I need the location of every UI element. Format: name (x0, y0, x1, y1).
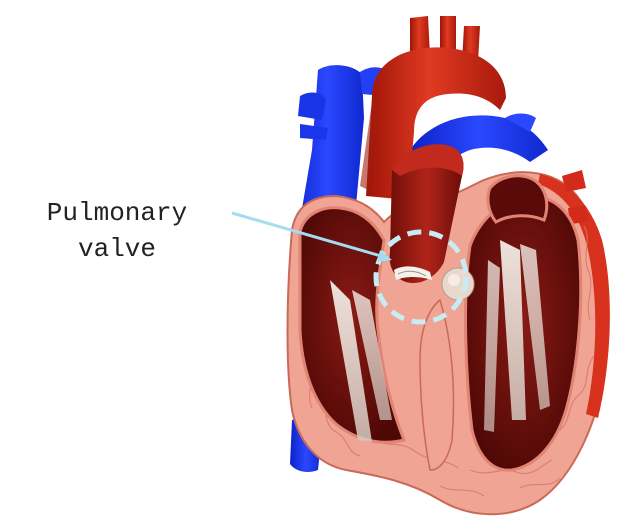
pulmonary-valve-label-line2: valve (22, 232, 212, 266)
aortic-valve (442, 268, 474, 300)
pulmonary-valve-label-line1: Pulmonary (22, 196, 212, 230)
